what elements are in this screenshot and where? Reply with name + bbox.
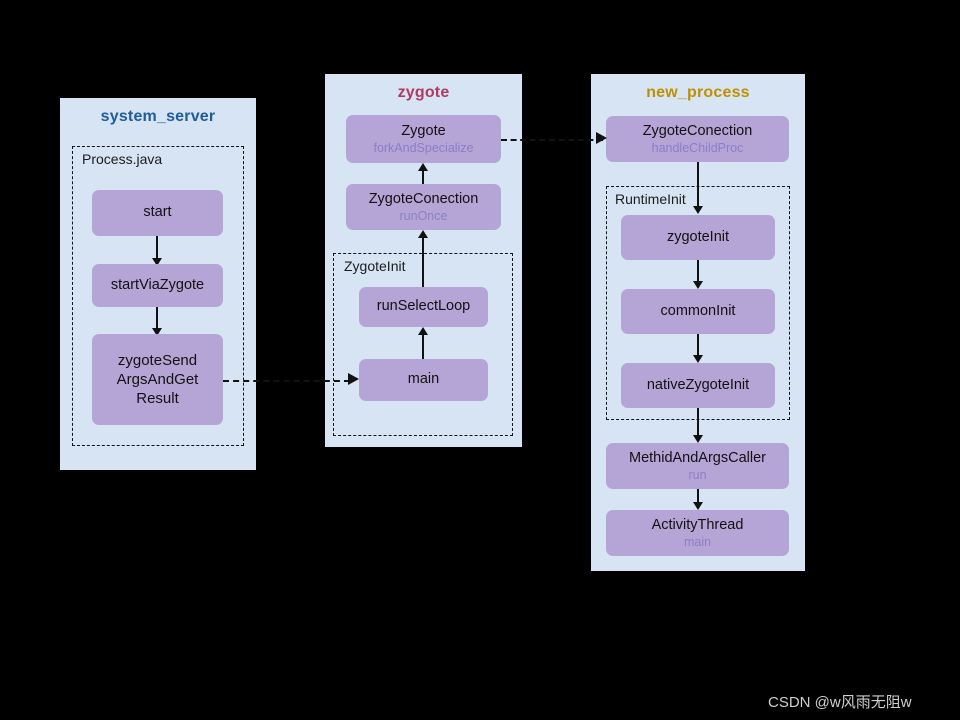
group-label-process-java: Process.java: [82, 151, 163, 167]
connector-zygoteinit-to-commoninit: [697, 260, 699, 286]
arrowhead-right-1: [348, 373, 359, 385]
lane-title-system-server: system_server: [100, 108, 216, 125]
node-start[interactable]: start: [92, 190, 223, 236]
arrowhead-up-2: [418, 230, 428, 238]
connector-startviazygote-to-zygotesend: [156, 307, 158, 334]
node-main-label: main: [407, 371, 440, 388]
group-label-zygote-init: ZygoteInit: [344, 258, 406, 274]
node-methid-and-args-caller-sublabel: run: [688, 467, 707, 482]
node-activity-thread-label: ActivityThread: [651, 516, 744, 533]
watermark: CSDN @w风雨无阻w: [768, 694, 912, 711]
node-zygote-send-args-and-get-result[interactable]: zygoteSend ArgsAndGet Result: [92, 334, 223, 425]
arrowhead-down-4: [693, 281, 703, 289]
connector-nativezygoteinit-to-methidandargscaller: [697, 408, 699, 440]
node-activity-thread[interactable]: ActivityThread main: [606, 510, 789, 556]
node-zygote-conection-run-once[interactable]: ZygoteConection runOnce: [346, 184, 501, 230]
node-native-zygote-init[interactable]: nativeZygoteInit: [621, 363, 775, 408]
arrowhead-down-5: [693, 355, 703, 363]
group-label-runtime-init: RuntimeInit: [615, 191, 686, 207]
node-start-via-zygote-label: startViaZygote: [110, 276, 205, 293]
dashed-connector-zygote-to-newprocess: [501, 139, 603, 141]
node-methid-and-args-caller[interactable]: MethidAndArgsCaller run: [606, 443, 789, 489]
node-methid-and-args-caller-label: MethidAndArgsCaller: [628, 449, 766, 466]
node-activity-thread-sublabel: main: [683, 534, 712, 549]
dashed-connector-systemserver-to-zygote-main: [223, 380, 350, 382]
node-run-select-loop-label: runSelectLoop: [376, 298, 471, 315]
node-zygote-conection-child-label: ZygoteConection: [642, 122, 753, 139]
node-zygote-init-label: zygoteInit: [666, 228, 730, 245]
lane-title-new-process: new_process: [646, 84, 750, 101]
node-run-select-loop[interactable]: runSelectLoop: [359, 287, 488, 327]
arrowhead-down-6: [693, 435, 703, 443]
connector-start-to-startviazygote: [156, 236, 158, 263]
connector-zygoteconnection-to-zygote: [422, 170, 424, 184]
node-main[interactable]: main: [359, 359, 488, 401]
arrowhead-down-1: [152, 258, 162, 266]
node-zygote-sublabel: forkAndSpecialize: [373, 140, 474, 155]
connector-runselectloop-to-zygoteconnection: [422, 237, 424, 287]
node-zygote-conection-child-sublabel: handleChildProc: [651, 140, 744, 155]
arrowhead-up-1: [418, 163, 428, 171]
arrowhead-up-3: [418, 327, 428, 335]
node-zygote-fork-and-specialize[interactable]: Zygote forkAndSpecialize: [346, 115, 501, 163]
node-zygote-send-args-and-get-result-label: zygoteSend ArgsAndGet Result: [116, 351, 199, 408]
arrowhead-down-7: [693, 502, 703, 510]
node-zygote-init[interactable]: zygoteInit: [621, 215, 775, 260]
node-zygote-conection-label: ZygoteConection: [368, 190, 479, 207]
connector-main-to-runselectloop: [422, 334, 424, 360]
node-zygote-label: Zygote: [401, 122, 446, 139]
node-zygote-conection-sublabel: runOnce: [399, 208, 448, 223]
node-common-init[interactable]: commonInit: [621, 289, 775, 334]
node-native-zygote-init-label: nativeZygoteInit: [646, 376, 750, 393]
node-start-label: start: [143, 204, 172, 221]
arrowhead-down-3: [693, 206, 703, 214]
connector-methidandargscaller-to-activitythread: [697, 489, 699, 504]
arrowhead-right-2: [596, 132, 607, 144]
arrowhead-down-2: [152, 328, 162, 336]
node-common-init-label: commonInit: [660, 302, 736, 319]
group-process-java: [72, 146, 244, 446]
lane-title-zygote: zygote: [397, 84, 450, 101]
group-zygote-init: [333, 253, 513, 436]
node-zygote-conection-handle-child-proc[interactable]: ZygoteConection handleChildProc: [606, 116, 789, 162]
node-start-via-zygote[interactable]: startViaZygote: [92, 264, 223, 307]
connector-commoninit-to-nativezygoteinit: [697, 334, 699, 360]
